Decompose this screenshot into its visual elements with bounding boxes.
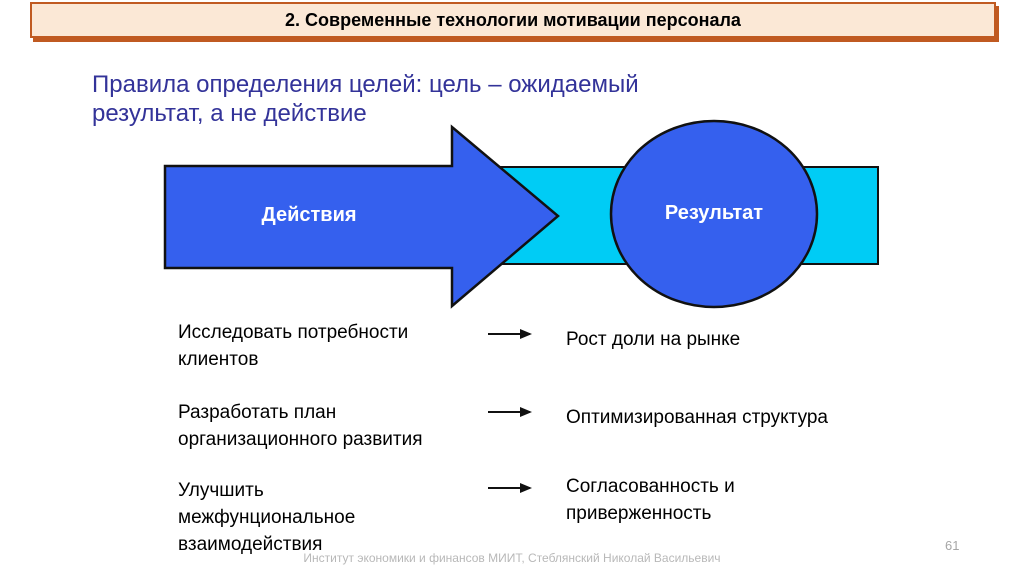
flow-arrow-icons [488, 329, 532, 493]
result-text-2: Оптимизированная структура [566, 407, 829, 428]
result-circle-label: Результат [664, 202, 764, 224]
slide-title-bar: 2. Современные технологии мотивации перс… [30, 2, 996, 38]
slide-title: 2. Современные технологии мотивации перс… [285, 9, 741, 30]
actions-arrow-shape [163, 124, 560, 309]
action-text-1: Исследовать потребности клиентов [178, 322, 409, 370]
result-text-3: Согласованность и приверженность [566, 476, 735, 524]
action-text-2: Разработать план организационного развит… [178, 402, 423, 450]
action-text-3: Улучшить межфунциональное взаимодействия [178, 480, 356, 555]
footer-credit: Институт экономики и финансов МИИТ, Стеб… [303, 551, 721, 565]
actions-arrow-label: Действия [261, 204, 357, 226]
page-number: 61 [945, 538, 960, 553]
slide-subtitle: Правила определения целей: цель – ожидае… [92, 71, 639, 128]
result-circle-shape [609, 119, 819, 309]
result-text-1: Рост доли на рынке [566, 329, 741, 350]
